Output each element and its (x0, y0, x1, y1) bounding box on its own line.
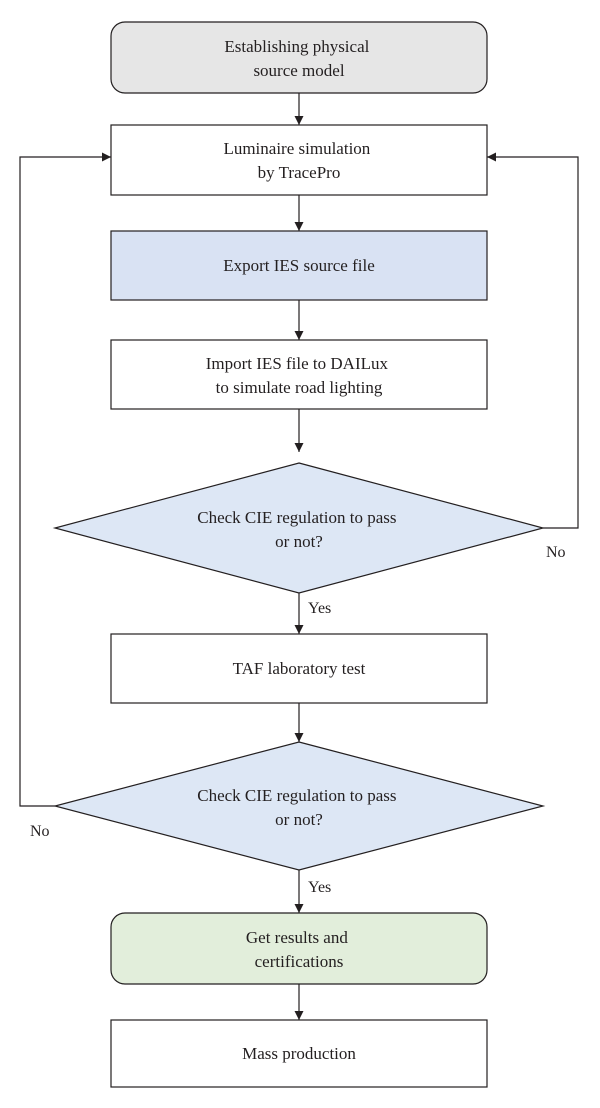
process-shape (110, 124, 488, 196)
node-luminaire-simulation: Luminaire simulation by TracePro (110, 124, 488, 196)
decision-check-cie-1: Check CIE regulation to pass or not? (52, 462, 546, 594)
node-label-line: certifications (255, 952, 344, 971)
process-shape (110, 230, 488, 301)
node-label-line: source model (253, 61, 344, 80)
node-label: Mass production (242, 1044, 356, 1063)
edge-label-check2-yes: Yes (308, 879, 331, 896)
node-label: Export IES source file (223, 256, 375, 275)
node-label-line: Get results and (246, 928, 348, 947)
node-label-line: TAF laboratory test (233, 659, 366, 678)
node-mass-production: Mass production (110, 1019, 488, 1088)
edge-label-check1-no: No (546, 544, 566, 561)
node-label-line: Mass production (242, 1044, 356, 1063)
node-import-ies: Import IES file to DAILux to simulate ro… (110, 339, 488, 410)
node-label-line: Luminaire simulation (223, 139, 370, 158)
decision-check-cie-2: Check CIE regulation to pass or not? (52, 741, 546, 871)
node-get-results: Get results and certifications (110, 912, 488, 985)
node-label-line: or not? (275, 532, 323, 551)
node-establishing-source-model: Establishing physical source model (110, 21, 488, 94)
node-label-line: Export IES source file (223, 256, 375, 275)
node-label: Luminaire simulation by TracePro (223, 139, 374, 182)
edge-label-check2-no: No (30, 823, 50, 840)
node-label-line: by TracePro (258, 163, 341, 182)
decision-shape (52, 741, 546, 871)
node-label: Get results and certifications (246, 928, 352, 971)
node-label-line: Establishing physical (224, 37, 369, 56)
arrow-check1-no-loop (487, 152, 579, 529)
node-label: Import IES file to DAILux to simulate ro… (206, 354, 393, 397)
node-label: TAF laboratory test (233, 659, 366, 678)
node-export-ies: Export IES source file (110, 230, 488, 301)
node-label-line: Import IES file to DAILux (206, 354, 389, 373)
edge-label-check1-yes: Yes (308, 600, 331, 617)
start-shape (110, 21, 488, 94)
process-shape (110, 339, 488, 410)
node-label-line: Check CIE regulation to pass (197, 508, 396, 527)
node-label: Check CIE regulation to pass or not? (197, 508, 401, 551)
arrow-check2-no-loop (19, 152, 111, 807)
process-shape (110, 1019, 488, 1088)
node-label: Check CIE regulation to pass or not? (197, 786, 401, 829)
node-label-line: to simulate road lighting (216, 378, 383, 397)
node-label: Establishing physical source model (224, 37, 373, 80)
node-label-line: Check CIE regulation to pass (197, 786, 396, 805)
end-shape (110, 912, 488, 985)
decision-shape (52, 462, 546, 594)
node-label-line: or not? (275, 810, 323, 829)
node-taf-test: TAF laboratory test (110, 633, 488, 704)
